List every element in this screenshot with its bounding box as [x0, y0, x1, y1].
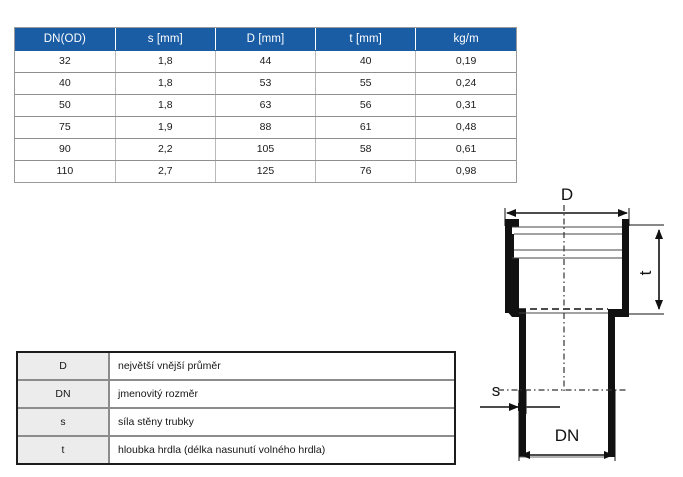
cell-kgm: 0,98 — [415, 160, 516, 182]
legend-symbol-t: t — [18, 436, 110, 463]
column-header-kg-per-m: kg/m — [415, 28, 516, 51]
dimension-label-d: D — [561, 185, 573, 204]
cell-dn: 50 — [15, 94, 116, 117]
cell-d: 63 — [215, 94, 317, 117]
cell-t: 40 — [315, 50, 417, 73]
legend-description-t: hloubka hrdla (délka nasunutí volného hr… — [109, 436, 454, 463]
symbol-legend-table: D největší vnější průměr DN jmenovitý ro… — [16, 351, 456, 465]
table-row: 50 1,8 63 56 0,31 — [15, 94, 516, 117]
cell-t: 56 — [315, 94, 417, 117]
pipe-body-outline — [505, 219, 629, 457]
cell-d: 125 — [215, 160, 317, 182]
cell-s: 1,8 — [115, 72, 216, 95]
cell-kgm: 0,31 — [415, 94, 516, 117]
cell-d: 88 — [215, 116, 317, 139]
table-row: 90 2,2 105 58 0,61 — [15, 138, 516, 161]
cell-dn: 75 — [15, 116, 116, 139]
cell-t: 76 — [315, 160, 417, 182]
legend-symbol-dn: DN — [18, 380, 110, 409]
legend-table: D největší vnější průměr DN jmenovitý ro… — [18, 353, 454, 463]
cell-dn: 110 — [15, 160, 116, 182]
pipe-dimension-table: DN(OD) s [mm] D [mm] t [mm] kg/m 32 1,8 … — [14, 27, 517, 183]
cell-t: 61 — [315, 116, 417, 139]
cell-s: 1,9 — [115, 116, 216, 139]
table-row: 75 1,9 88 61 0,48 — [15, 116, 516, 139]
dimension-t: t — [615, 224, 664, 315]
list-item: DN jmenovitý rozměr — [18, 380, 454, 409]
list-item: s síla stěny trubky — [18, 408, 454, 437]
cell-t: 55 — [315, 72, 417, 95]
legend-description-dn: jmenovitý rozměr — [109, 380, 454, 409]
cell-s: 2,7 — [115, 160, 216, 182]
column-header-dn-od: DN(OD) — [15, 28, 116, 51]
column-header-d-mm: D [mm] — [215, 28, 317, 51]
table-row: 32 1,8 44 40 0,19 — [15, 50, 516, 73]
cell-d: 44 — [215, 50, 317, 73]
legend-symbol-s: s — [18, 408, 110, 437]
cell-kgm: 0,24 — [415, 72, 516, 95]
cell-kgm: 0,61 — [415, 138, 516, 161]
spec-table: DN(OD) s [mm] D [mm] t [mm] kg/m 32 1,8 … — [15, 28, 516, 182]
column-header-s-mm: s [mm] — [115, 28, 216, 51]
table-header-row: DN(OD) s [mm] D [mm] t [mm] kg/m — [15, 28, 516, 51]
pipe-inner-contours — [512, 226, 622, 458]
cell-kgm: 0,19 — [415, 50, 516, 73]
cell-s: 1,8 — [115, 50, 216, 73]
table-row: 110 2,7 125 76 0,98 — [15, 160, 516, 182]
cell-dn: 90 — [15, 138, 116, 161]
cell-d: 53 — [215, 72, 317, 95]
cell-t: 58 — [315, 138, 417, 161]
cell-s: 1,8 — [115, 94, 216, 117]
list-item: t hloubka hrdla (délka nasunutí volného … — [18, 436, 454, 463]
table-row: 40 1,8 53 55 0,24 — [15, 72, 516, 95]
cell-kgm: 0,48 — [415, 116, 516, 139]
cell-dn: 32 — [15, 50, 116, 73]
dimension-label-t: t — [636, 270, 655, 275]
dimension-dn: DN — [518, 390, 616, 461]
legend-description-s: síla stěny trubky — [109, 408, 454, 437]
cell-d: 105 — [215, 138, 317, 161]
dimension-d: D — [504, 185, 630, 226]
dimension-label-dn: DN — [555, 426, 580, 445]
dimension-label-s: s — [492, 381, 501, 400]
legend-symbol-d: D — [18, 353, 110, 381]
cell-s: 2,2 — [115, 138, 216, 161]
column-header-t-mm: t [mm] — [315, 28, 417, 51]
legend-description-d: největší vnější průměr — [109, 353, 454, 381]
cell-dn: 40 — [15, 72, 116, 95]
list-item: D největší vnější průměr — [18, 353, 454, 381]
pipe-cross-section-diagram: D t s DN — [478, 178, 683, 473]
